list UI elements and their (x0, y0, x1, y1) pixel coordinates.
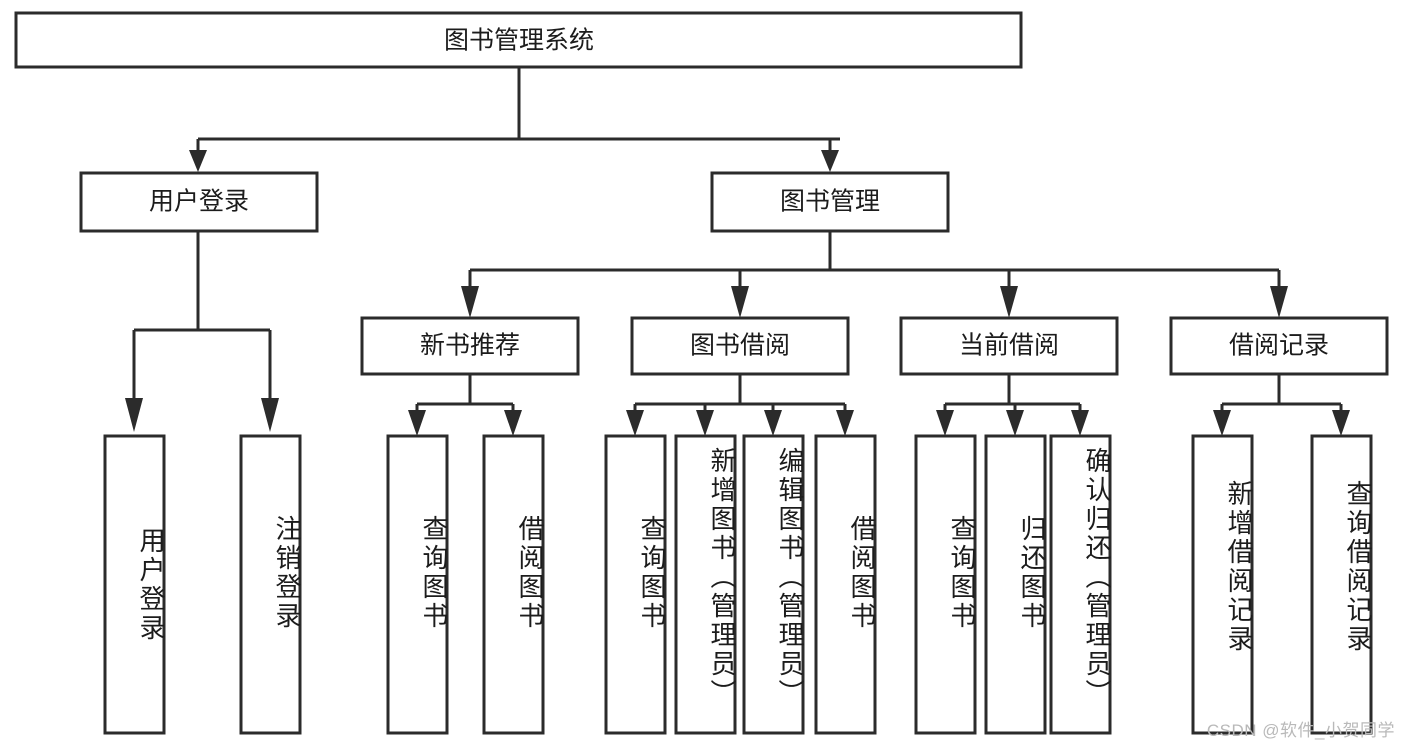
node-leaf-user-logout-box[interactable] (239, 434, 302, 735)
node-leaf-borrow-book-2-box[interactable] (814, 434, 877, 735)
arrow-head-current-borrow (1000, 286, 1018, 318)
arrow-head-leaf-confirm-return (1071, 410, 1089, 436)
arrow-head-borrow-record (1270, 286, 1288, 318)
node-borrow-record-box[interactable] (1169, 316, 1389, 376)
node-leaf-query-book-2-box[interactable] (604, 434, 667, 735)
connectors-root-to-level2 (189, 68, 840, 172)
node-root-label: 图书管理系统 (444, 27, 594, 55)
connectors-book-management-to-level3 (461, 232, 1288, 318)
arrow-head-leaf-user-login (125, 398, 143, 432)
node-leaf-query-book-1-box[interactable] (386, 434, 449, 735)
node-new-book-recommend-box[interactable] (360, 316, 580, 376)
node-book-borrow-box[interactable] (630, 316, 850, 376)
node-root-box[interactable] (14, 11, 1023, 69)
arrow-head-leaf-return-book (1006, 410, 1024, 436)
node-book-management-label: 图书管理 (780, 188, 880, 216)
arrow-head-leaf-query-record (1332, 410, 1350, 436)
connectors-book-borrow-to-leaves (626, 375, 854, 436)
arrow-head-book-borrow (731, 286, 749, 318)
arrow-head-new-book-recommend (461, 286, 479, 318)
connectors-borrow-record-to-leaves (1213, 375, 1350, 436)
node-borrow-record[interactable]: 借阅记录 (1169, 316, 1389, 376)
node-leaf-query-book-3-box[interactable] (914, 434, 977, 735)
node-leaf-borrow-book-1-box[interactable] (482, 434, 545, 735)
arrow-head-leaf-query-book-2 (626, 410, 644, 436)
connectors-user-login-to-leaves (125, 232, 279, 432)
node-leaf-query-record-box[interactable] (1310, 434, 1373, 735)
node-book-management-box[interactable] (710, 171, 950, 233)
arrow-head-leaf-borrow-book-1 (504, 410, 522, 436)
node-root[interactable]: 图书管理系统 (14, 11, 1023, 69)
node-leaf-confirm-return-box[interactable] (1049, 434, 1112, 735)
node-user-login-label: 用户登录 (149, 188, 249, 216)
node-current-borrow-label: 当前借阅 (959, 332, 1059, 360)
node-current-borrow[interactable]: 当前借阅 (899, 316, 1119, 376)
csdn-watermark: CSDN @软件_小贺同学 (1206, 721, 1395, 740)
node-leaf-add-record-box[interactable] (1191, 434, 1254, 735)
arrow-head-leaf-add-book (696, 410, 714, 436)
node-user-login-box[interactable] (79, 171, 319, 233)
arrow-head-leaf-add-record (1213, 410, 1231, 436)
node-book-borrow[interactable]: 图书借阅 (630, 316, 850, 376)
connectors-current-borrow-to-leaves (936, 375, 1089, 436)
connectors-new-book-recommend-to-leaves (408, 375, 522, 436)
node-leaf-user-login-box[interactable] (103, 434, 166, 735)
node-leaf-edit-book-box[interactable] (742, 434, 805, 735)
node-leaf-return-book-box[interactable] (984, 434, 1047, 735)
node-new-book-recommend-label: 新书推荐 (420, 332, 520, 360)
node-new-book-recommend[interactable]: 新书推荐 (360, 316, 580, 376)
node-book-borrow-label: 图书借阅 (690, 332, 790, 360)
arrow-head-leaf-edit-book (764, 410, 782, 436)
arrow-head-leaf-borrow-book-2 (836, 410, 854, 436)
arrow-head-leaf-query-book-3 (936, 410, 954, 436)
node-leaf-add-book-box[interactable] (674, 434, 737, 735)
arrow-head-user-login (189, 150, 207, 172)
arrow-head-leaf-user-logout (261, 398, 279, 432)
arrow-head-book-management (821, 150, 839, 172)
node-borrow-record-label: 借阅记录 (1229, 332, 1329, 360)
arrow-head-leaf-query-book-1 (408, 410, 426, 436)
node-user-login[interactable]: 用户登录 (79, 171, 319, 233)
node-current-borrow-box[interactable] (899, 316, 1119, 376)
node-book-management[interactable]: 图书管理 (710, 171, 950, 233)
